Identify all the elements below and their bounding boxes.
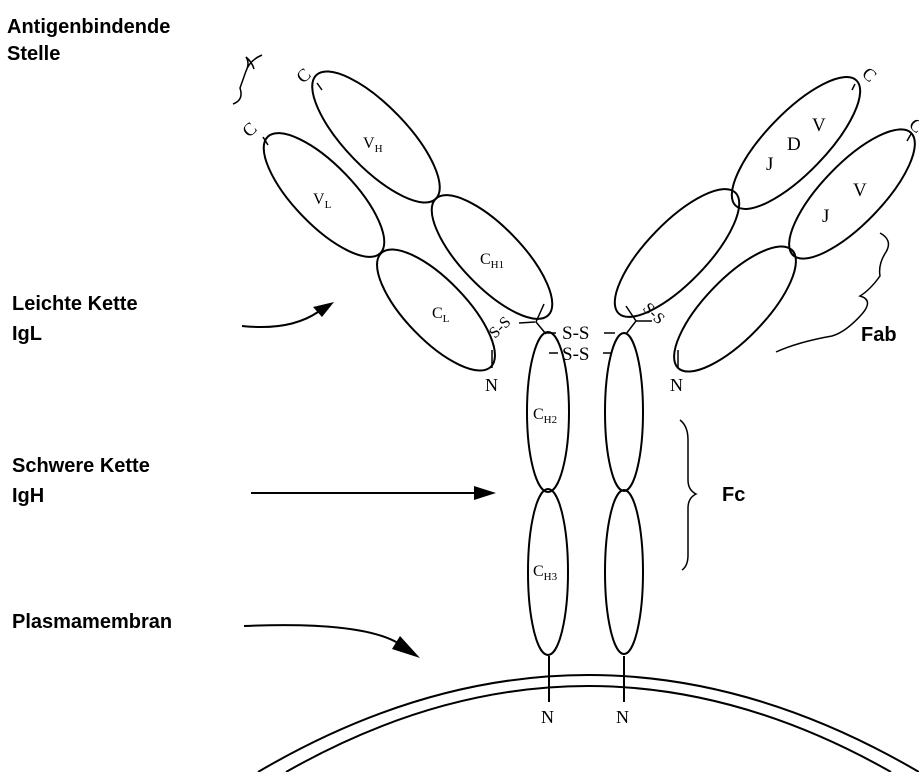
- antigen-site-label-line2: Stelle: [7, 43, 60, 65]
- right-light-c-tick: [907, 134, 911, 141]
- right-light-n-terminus: N: [670, 375, 683, 395]
- left-heavy-n-terminus: N: [541, 707, 554, 727]
- right-ch3-domain: [605, 490, 643, 654]
- right-heavy-c-terminus: C: [858, 63, 880, 86]
- membrane-label: Plasmamembran: [12, 611, 172, 633]
- right-light-c-domain: [656, 229, 813, 389]
- right-hinge-link: [626, 306, 636, 334]
- light-chain-arrow-head: [313, 302, 334, 317]
- membrane-arrow-head: [392, 636, 420, 658]
- plasma-membrane-outer: [258, 675, 919, 772]
- left-ss-link: [519, 322, 535, 323]
- vl-c-terminus: C: [238, 118, 260, 141]
- left-light-n-terminus: N: [485, 375, 498, 395]
- vh-label: VH: [363, 135, 383, 155]
- antigen-site-label: Antigenbindende: [7, 16, 170, 38]
- right-heavy-c-domain: [597, 172, 757, 335]
- ch1-label: CH1: [480, 251, 504, 271]
- heavy-chain-arrow-head: [474, 486, 496, 500]
- light-chain-abbrev: IgL: [12, 323, 42, 345]
- right-heavy-j-label: J: [766, 154, 773, 175]
- light-chain-arrow-line: [242, 312, 318, 327]
- right-light-c-terminus: C: [905, 114, 919, 137]
- hinge-bottom-bond: S-S: [562, 344, 589, 365]
- vh-c-tick: [317, 83, 322, 90]
- right-heavy-n-terminus: N: [616, 707, 629, 727]
- right-light-j-label: J: [822, 206, 829, 227]
- right-heavy-v-label: V: [812, 115, 826, 136]
- plasma-membrane-inner: [286, 686, 891, 772]
- antigen-site-bracket: [233, 55, 262, 104]
- right-light-v-label: V: [853, 180, 867, 201]
- right-heavy-c-tick: [852, 84, 855, 90]
- cl-label: CL: [432, 305, 450, 325]
- heavy-chain-label: Schwere Kette: [12, 455, 150, 477]
- hinge-top-bond: S-S: [562, 323, 589, 344]
- fc-bracket: [680, 420, 696, 570]
- right-ch2-domain: [605, 333, 643, 491]
- ch3-label: CH3: [533, 563, 558, 583]
- light-chain-label: Leichte Kette: [12, 293, 138, 315]
- ch2-label: CH2: [533, 406, 557, 426]
- fab-label: Fab: [861, 324, 897, 346]
- fc-label: Fc: [722, 484, 745, 506]
- heavy-chain-abbrev: IgH: [12, 485, 44, 507]
- right-heavy-d-label: D: [787, 134, 801, 155]
- vl-label: VL: [313, 191, 332, 211]
- membrane-arrow-line: [244, 625, 398, 643]
